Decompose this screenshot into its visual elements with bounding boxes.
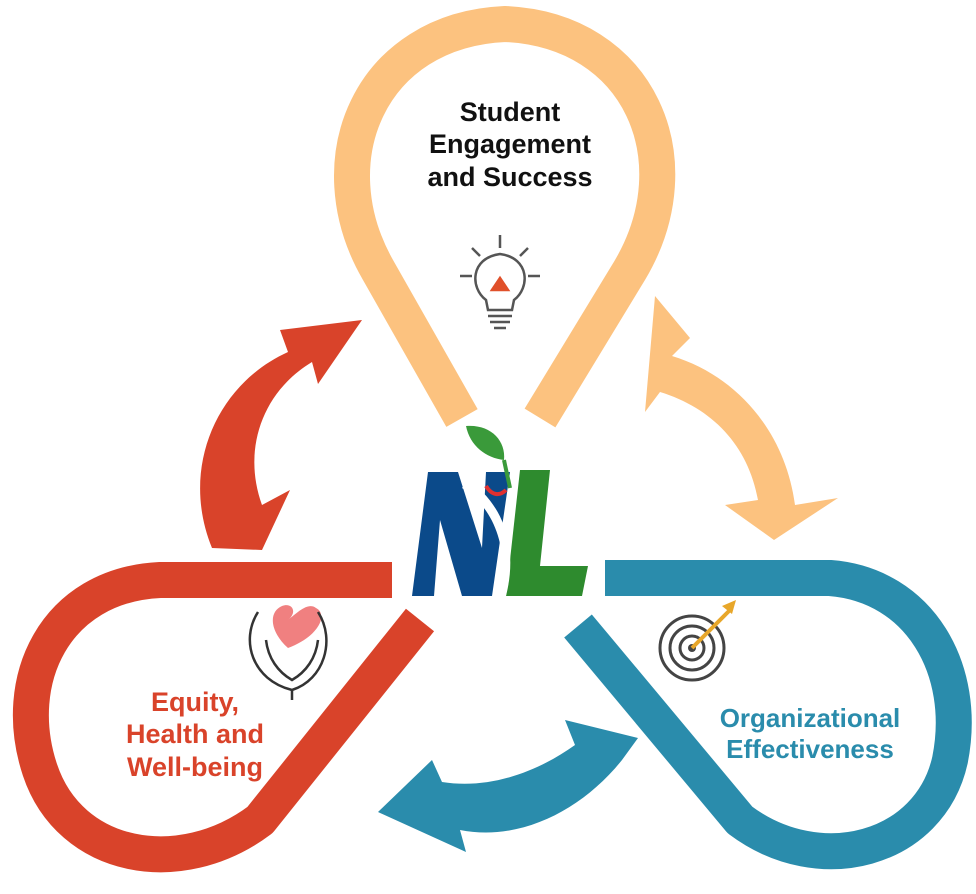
label-line: Effectiveness bbox=[726, 734, 894, 765]
organizational-effectiveness-label: Organizational Effectiveness bbox=[680, 703, 940, 765]
equity-pillar-loop bbox=[12, 562, 435, 873]
student-engagement-label: Student Engagement and Success bbox=[395, 96, 625, 193]
target-icon bbox=[658, 600, 736, 682]
label-line: Student bbox=[459, 97, 561, 127]
label-line: Engagement bbox=[428, 129, 592, 160]
organizational-pillar-loop bbox=[564, 560, 972, 870]
label-line: Health and bbox=[125, 719, 265, 750]
equity-health-label: Equity, Health and Well-being bbox=[80, 686, 310, 783]
nl-leaf-logo bbox=[412, 425, 588, 596]
blue-cycle-arrow bbox=[378, 720, 638, 852]
heart-hands-icon bbox=[248, 605, 328, 700]
student-pillar-loop bbox=[334, 6, 676, 428]
lightbulb-icon bbox=[460, 235, 540, 330]
label-line: Organizational bbox=[719, 703, 901, 733]
label-line: Well-being bbox=[126, 751, 263, 782]
label-line: and Success bbox=[427, 161, 593, 192]
orange-cycle-arrow bbox=[645, 296, 838, 540]
label-line: Equity, bbox=[150, 687, 239, 717]
red-cycle-arrow bbox=[200, 320, 362, 550]
